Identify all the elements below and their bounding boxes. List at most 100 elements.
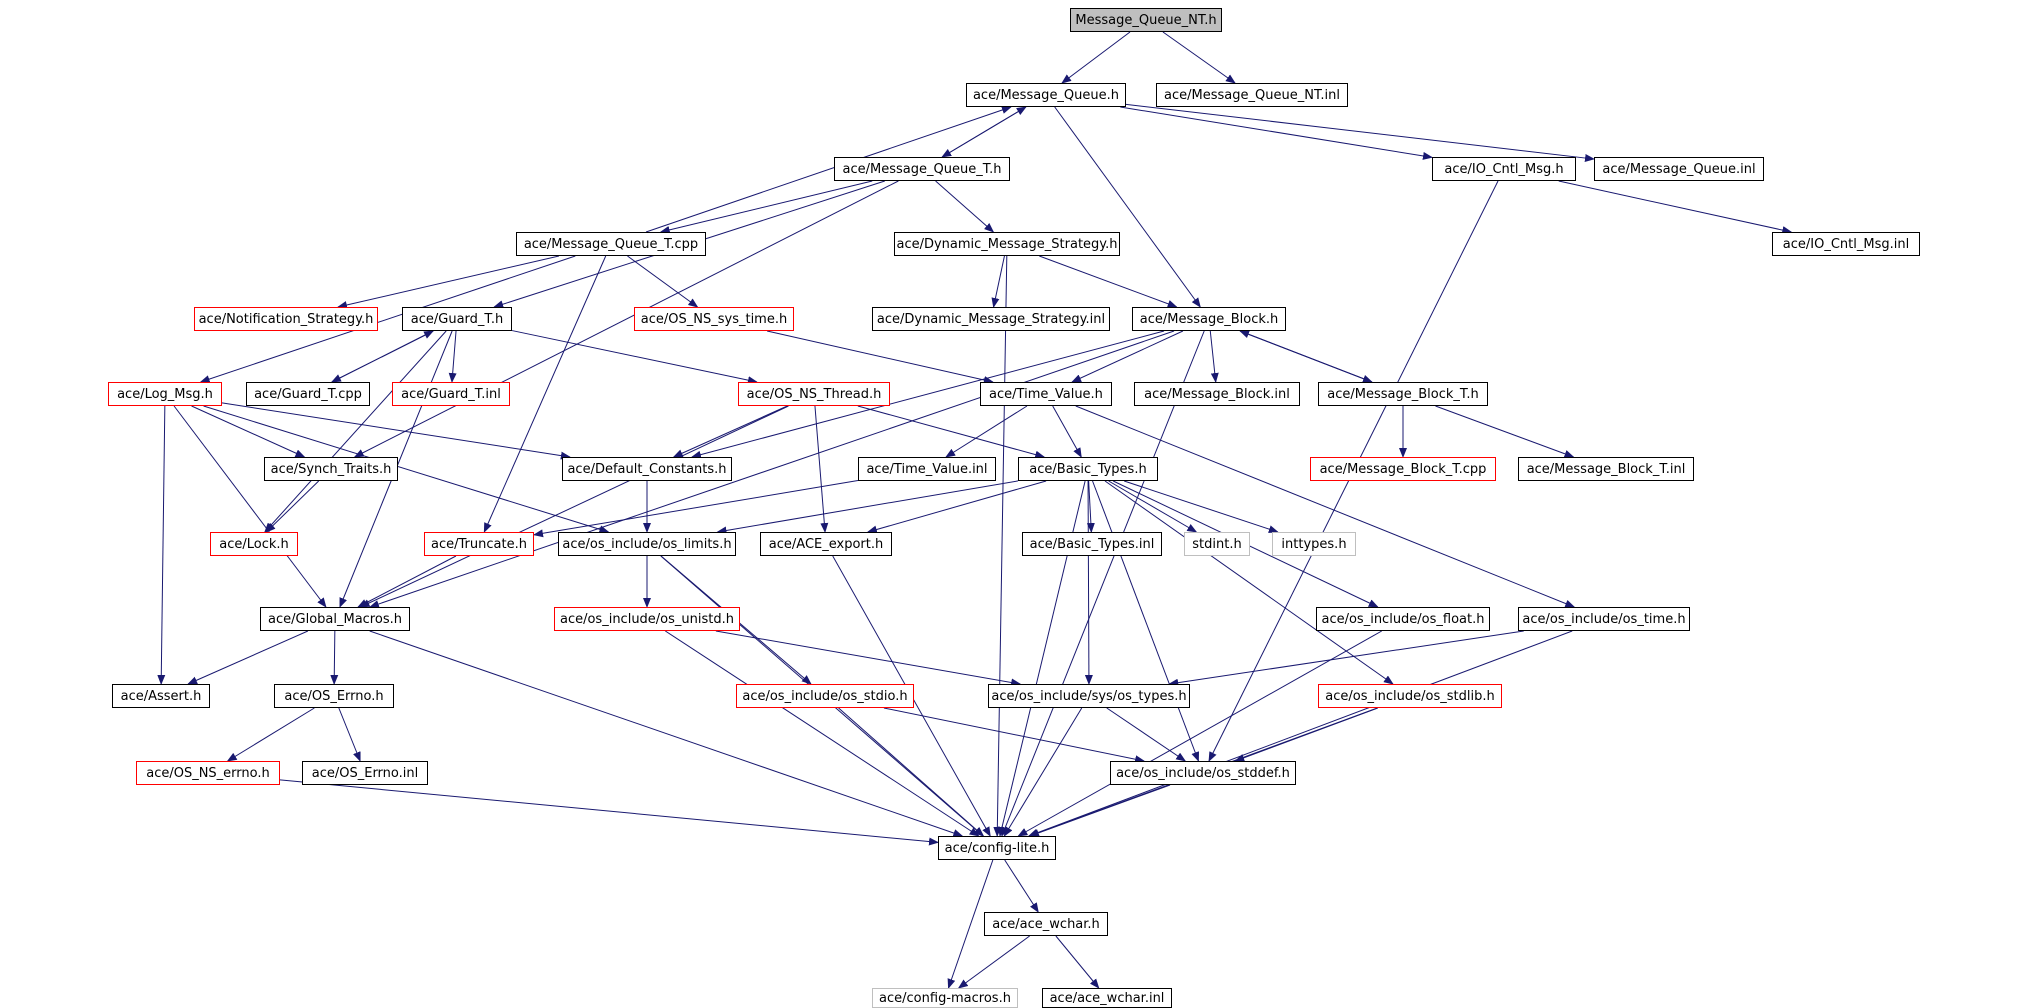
- node-global-macros-h[interactable]: ace/Global_Macros.h: [260, 607, 410, 631]
- edge-bt_h-to-exp_h: [866, 480, 1047, 534]
- edge-st_h-to-lock_h: [265, 480, 320, 533]
- edge-osthr_h-to-dc_h: [672, 405, 788, 458]
- edge-log_h-to-st_h: [191, 405, 306, 458]
- edge-mb_h-to-mb_inl: [1209, 330, 1219, 383]
- edge-bt_h-to-osstdlib_h: [1104, 480, 1394, 685]
- edge-osstdio_h-to-cfg_h: [838, 707, 985, 837]
- node-message-block-t-inl[interactable]: ace/Message_Block_T.inl: [1518, 457, 1694, 481]
- node-config-lite-h[interactable]: ace/config-lite.h: [938, 836, 1056, 860]
- edge-ostime_h-to-ostypes_h: [1168, 630, 1524, 687]
- edge-cfg_h-to-wchar_h: [1004, 859, 1039, 913]
- node-assert-h[interactable]: ace/Assert.h: [112, 684, 210, 708]
- node-guard-t-inl[interactable]: ace/Guard_T.inl: [392, 382, 510, 406]
- edge-tv_h-to-tv_inl: [945, 405, 1028, 458]
- node-guard-t-cpp[interactable]: ace/Guard_T.cpp: [246, 382, 370, 406]
- edge-mqt_h-to-mq_h: [941, 106, 1027, 158]
- node-os-errno-h[interactable]: ace/OS_Errno.h: [274, 684, 394, 708]
- node-ace-wchar-inl[interactable]: ace/ace_wchar.inl: [1042, 988, 1172, 1008]
- edge-bt_h-to-oslim_h: [716, 480, 1019, 535]
- node-os-unistd-h[interactable]: ace/os_include/os_unistd.h: [554, 607, 740, 631]
- edge-wchar_h-to-cfgm_h: [957, 935, 1030, 989]
- edge-dms_h-to-cfg_h: [993, 255, 1008, 837]
- node-dynamic-message-strategy-inl[interactable]: ace/Dynamic_Message_Strategy.inl: [872, 307, 1110, 331]
- edge-osun_h-to-cfg_h: [665, 630, 980, 837]
- edge-osthr_h-to-gm_h: [359, 405, 789, 608]
- node-guard-t-h[interactable]: ace/Guard_T.h: [402, 307, 512, 331]
- node-os-limits-h[interactable]: ace/os_include/os_limits.h: [558, 532, 736, 556]
- edge-gm_h-to-oserr_h: [330, 630, 339, 685]
- edge-mq_h-to-ioc_h: [1120, 106, 1433, 160]
- node-message-queue-inl[interactable]: ace/Message_Queue.inl: [1594, 157, 1764, 181]
- edge-osfl_h-to-cfg_h: [1017, 630, 1382, 837]
- edge-dms_h-to-dms_inl: [991, 255, 1005, 308]
- node-message-queue-nt-inl[interactable]: ace/Message_Queue_NT.inl: [1156, 83, 1348, 107]
- edge-mqt_cpp-to-ns_h: [337, 255, 560, 309]
- node-message-block-t-h[interactable]: ace/Message_Block_T.h: [1318, 382, 1488, 406]
- node-os-stddef-h[interactable]: ace/os_include/os_stddef.h: [1110, 761, 1296, 785]
- edge-osstdio_h-to-osstddef_h: [883, 707, 1146, 764]
- edge-bt_h-to-bt_inl: [1086, 480, 1095, 533]
- node-synch-traits-h[interactable]: ace/Synch_Traits.h: [264, 457, 398, 481]
- edge-mqnt_h-to-mqnt_inl: [1162, 31, 1236, 84]
- node-message-queue-t-h[interactable]: ace/Message_Queue_T.h: [834, 157, 1010, 181]
- node-message-block-h[interactable]: ace/Message_Block.h: [1132, 307, 1286, 331]
- edge-oserrno_h-to-cfg_h: [279, 779, 939, 846]
- edge-ossys_h-to-tv_h: [767, 330, 994, 384]
- node-basic-types-inl[interactable]: ace/Basic_Types.inl: [1022, 532, 1162, 556]
- node-truncate-h[interactable]: ace/Truncate.h: [424, 532, 534, 556]
- node-os-ns-thread-h[interactable]: ace/OS_NS_Thread.h: [738, 382, 890, 406]
- edge-gm_h-to-assert_h: [187, 630, 309, 685]
- node-os-time-h[interactable]: ace/os_include/os_time.h: [1518, 607, 1690, 631]
- edge-osthr_h-to-bt_h: [857, 405, 1046, 459]
- edge-gm_h-to-cfg_h: [369, 630, 964, 837]
- node-os-errno-inl[interactable]: ace/OS_Errno.inl: [302, 761, 428, 785]
- edge-osun_h-to-ostypes_h: [715, 630, 1022, 687]
- node-lock-h[interactable]: ace/Lock.h: [210, 532, 298, 556]
- edge-bt_h-to-stdint_h: [1108, 480, 1198, 533]
- edge-ostypes_h-to-osstddef_h: [1106, 707, 1187, 762]
- node-io-cntl-msg-h[interactable]: ace/IO_Cntl_Msg.h: [1432, 157, 1576, 181]
- node-os-types-h[interactable]: ace/os_include/sys/os_types.h: [988, 684, 1190, 708]
- edge-mqt_h-to-mqt_cpp: [659, 180, 873, 234]
- node-dynamic-message-strategy-h[interactable]: ace/Dynamic_Message_Strategy.h: [894, 232, 1120, 256]
- node-io-cntl-msg-inl[interactable]: ace/IO_Cntl_Msg.inl: [1772, 232, 1920, 256]
- node-os-ns-sys-time-h[interactable]: ace/OS_NS_sys_time.h: [634, 307, 794, 331]
- edge-gt_cpp-to-gt_h: [331, 330, 435, 383]
- node-basic-types-h[interactable]: ace/Basic_Types.h: [1018, 457, 1158, 481]
- node-config-macros-h[interactable]: ace/config-macros.h: [872, 988, 1018, 1008]
- node-log-msg-h[interactable]: ace/Log_Msg.h: [108, 382, 222, 406]
- node-message-queue-t-cpp[interactable]: ace/Message_Queue_T.cpp: [516, 232, 706, 256]
- node-stdint-h[interactable]: stdint.h: [1184, 532, 1250, 556]
- node-message-block-inl[interactable]: ace/Message_Block.inl: [1134, 382, 1300, 406]
- edge-gt_h-to-lock_h: [264, 330, 447, 533]
- node-time-value-inl[interactable]: ace/Time_Value.inl: [858, 457, 996, 481]
- node-message-queue-nt-h: Message_Queue_NT.h: [1070, 8, 1222, 32]
- edge-log_h-to-gm_h: [173, 405, 327, 608]
- node-message-block-t-cpp[interactable]: ace/Message_Block_T.cpp: [1310, 457, 1496, 481]
- edge-mqt_h-to-dms_h: [935, 180, 995, 233]
- node-os-stdio-h[interactable]: ace/os_include/os_stdio.h: [736, 684, 914, 708]
- node-message-queue-h[interactable]: ace/Message_Queue.h: [966, 83, 1126, 107]
- node-os-ns-errno-h[interactable]: ace/OS_NS_errno.h: [136, 761, 280, 785]
- node-time-value-h[interactable]: ace/Time_Value.h: [980, 382, 1112, 406]
- edge-bt_h-to-ostypes_h: [1084, 480, 1093, 685]
- edge-mqt_cpp-to-mq_h: [645, 106, 1012, 233]
- edge-mqt_h-to-st_h: [353, 180, 899, 458]
- edge-oserr_h-to-oserrno_h: [226, 707, 315, 762]
- node-ace-wchar-h[interactable]: ace/ace_wchar.h: [984, 912, 1108, 936]
- edge-mq_h-to-mq_inl: [1125, 103, 1595, 162]
- node-notification-strategy-h[interactable]: ace/Notification_Strategy.h: [194, 307, 378, 331]
- edge-mqnt_h-to-mq_h: [1061, 31, 1131, 84]
- edge-mbt_h-to-mbt_inl: [1435, 405, 1575, 458]
- edge-log_h-to-oslim_h: [203, 405, 610, 534]
- node-inttypes-h[interactable]: inttypes.h: [1272, 532, 1356, 556]
- node-os-float-h[interactable]: ace/os_include/os_float.h: [1316, 607, 1490, 631]
- node-default-constants-h[interactable]: ace/Default_Constants.h: [562, 457, 732, 481]
- edge-mqt_cpp-to-trunc_h: [483, 255, 607, 533]
- node-os-stdlib-h[interactable]: ace/os_include/os_stdlib.h: [1318, 684, 1502, 708]
- edge-mbt_h-to-mb_h: [1239, 330, 1373, 383]
- edge-mqt_cpp-to-ossys_h: [627, 255, 699, 308]
- node-ace-export-h[interactable]: ace/ACE_export.h: [760, 532, 892, 556]
